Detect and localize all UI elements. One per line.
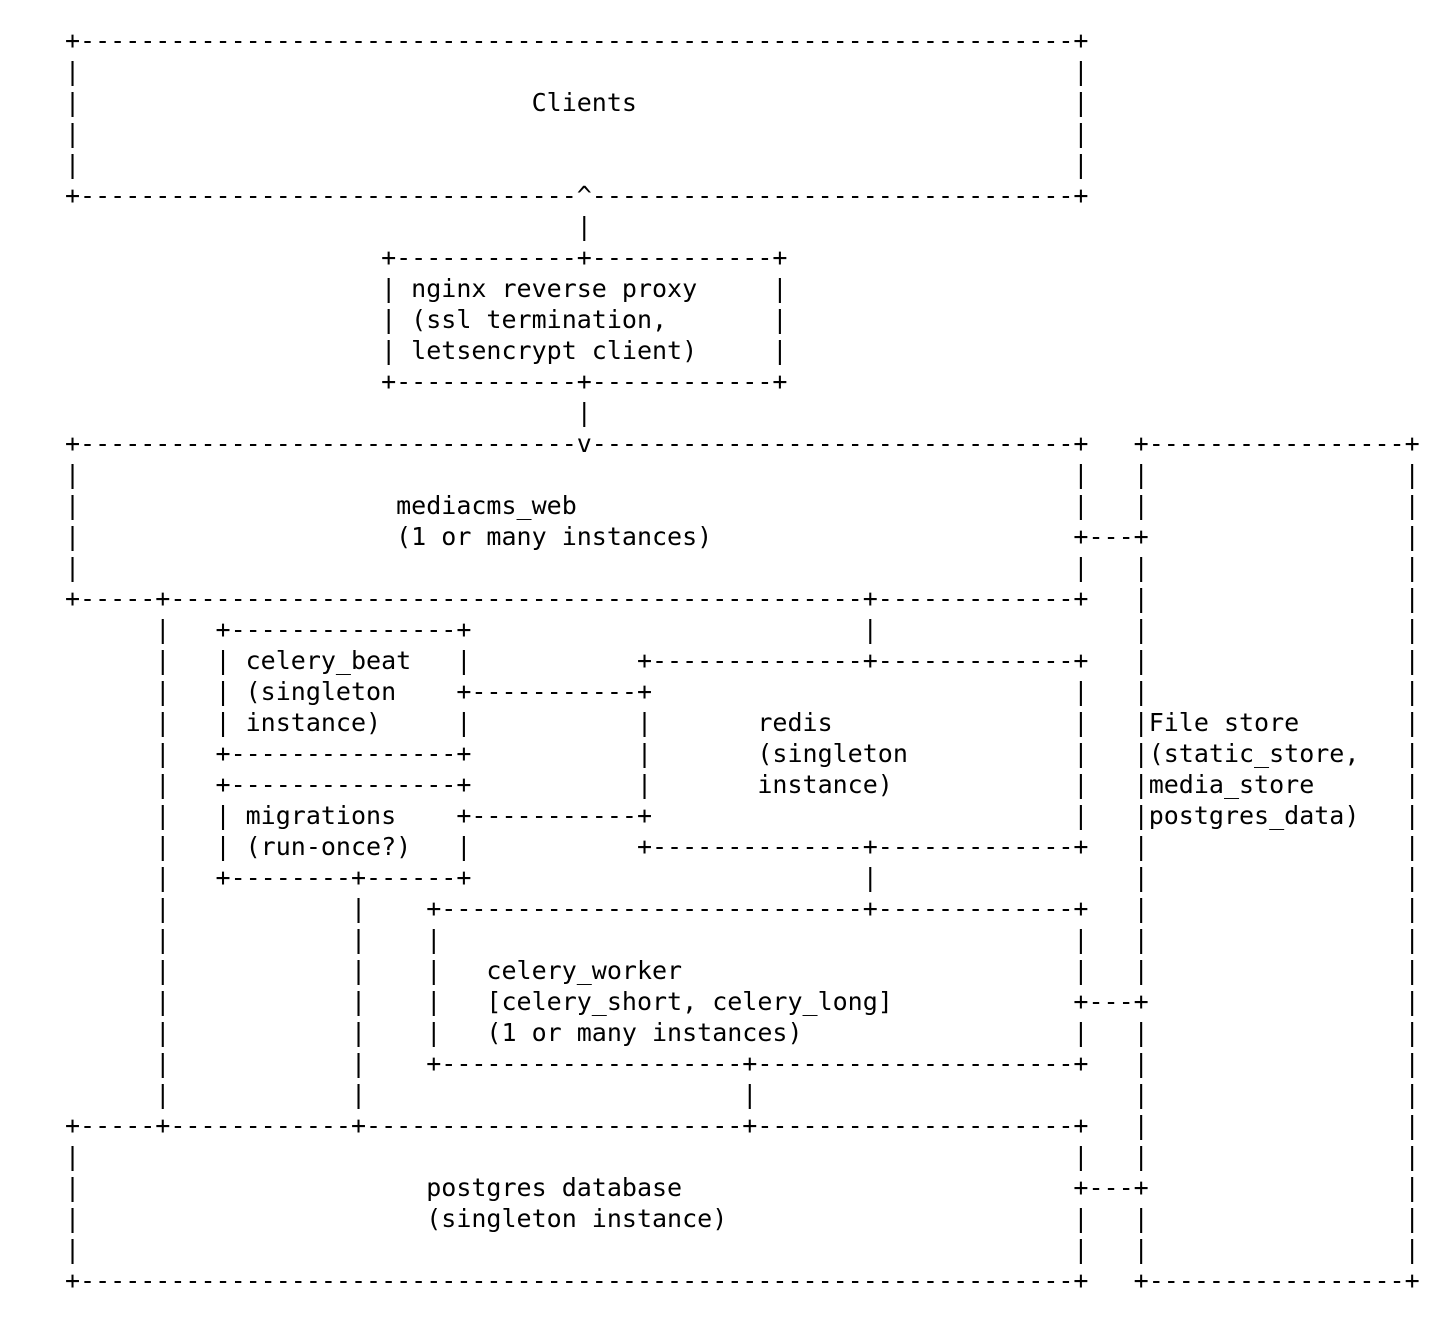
ascii-architecture-diagram: +---------------------------------------… bbox=[65, 26, 1420, 1295]
